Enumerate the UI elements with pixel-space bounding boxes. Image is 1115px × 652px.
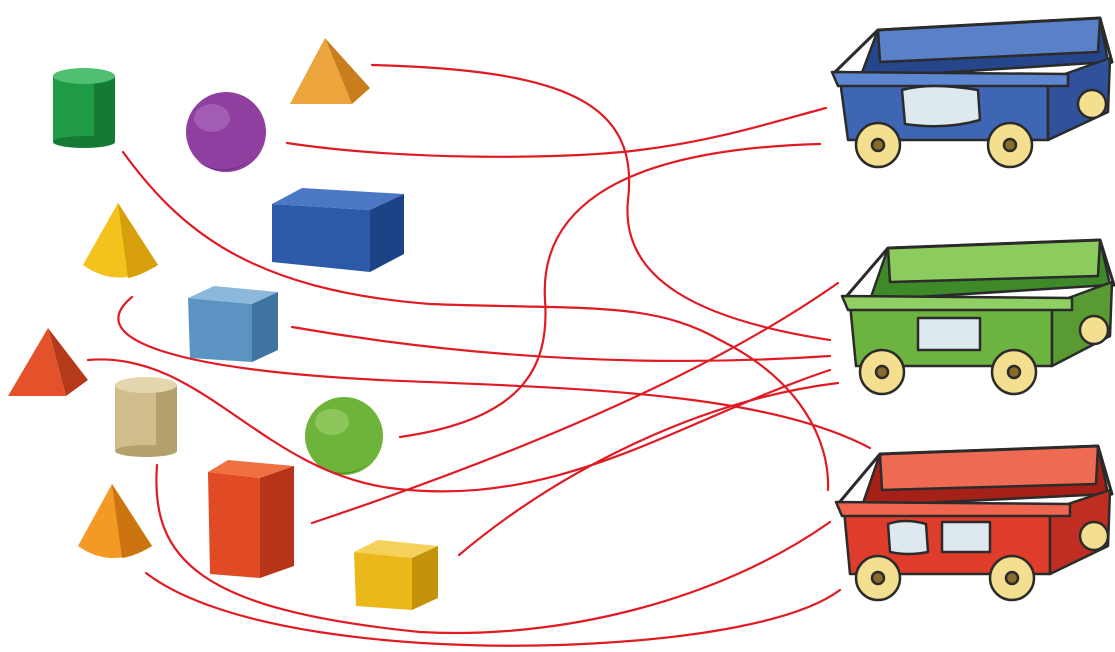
orange-cone bbox=[78, 484, 152, 558]
blue-cart-wheel-back bbox=[1076, 88, 1108, 120]
line-purple-sphere-to-blue-cart bbox=[285, 106, 828, 158]
matching-lines bbox=[86, 63, 872, 647]
green-cylinder bbox=[53, 68, 115, 148]
green-cart-wheel-right bbox=[990, 348, 1038, 396]
green-cart bbox=[840, 238, 1115, 396]
purple-sphere bbox=[186, 92, 266, 172]
line-red-pyramid-to-green-cart bbox=[86, 358, 832, 493]
orange-pyramid bbox=[290, 38, 370, 104]
yellow-cone bbox=[83, 203, 158, 278]
red-cart-label-right bbox=[940, 520, 992, 554]
green-cart-rim-front bbox=[840, 294, 1074, 312]
blue-cart-wheel-right bbox=[986, 121, 1034, 169]
line-beige-cylinder-to-red-cart bbox=[155, 463, 832, 635]
blue-cart bbox=[830, 16, 1114, 169]
line-yellow-cube-to-green-cart bbox=[457, 381, 840, 557]
line-green-cylinder-to-red-cart bbox=[121, 150, 830, 492]
red-pyramid bbox=[8, 328, 88, 396]
red-cart bbox=[834, 444, 1114, 602]
red-cart-label-left bbox=[886, 519, 930, 556]
line-green-sphere-to-blue-cart bbox=[398, 142, 822, 439]
green-cart-wheel-left bbox=[858, 348, 906, 396]
red-cart-wheel-left bbox=[854, 554, 902, 602]
red-cart-wheel-right bbox=[988, 554, 1036, 602]
red-cart-rim-front bbox=[834, 500, 1072, 518]
line-orange-cone-to-red-cart bbox=[144, 571, 842, 647]
green-cart-wheel-back bbox=[1078, 314, 1110, 346]
yellow-cube bbox=[354, 540, 438, 610]
line-lightblue-cube-to-green-cart bbox=[290, 325, 832, 363]
blue-cart-rim-front bbox=[830, 70, 1070, 88]
blue-cuboid bbox=[272, 188, 404, 272]
green-cart-label bbox=[916, 316, 982, 352]
line-red-cuboid-to-green-cart bbox=[310, 281, 840, 525]
blue-cart-label bbox=[900, 84, 982, 128]
red-cuboid bbox=[208, 460, 294, 578]
beige-cylinder bbox=[115, 377, 177, 457]
red-cart-wheel-back bbox=[1078, 520, 1110, 552]
green-sphere bbox=[305, 397, 383, 475]
lightblue-cube bbox=[188, 286, 278, 362]
line-orange-pyramid-to-green-cart bbox=[370, 63, 832, 342]
line-yellow-cone-to-red-cart bbox=[117, 295, 872, 450]
blue-cart-wheel-left bbox=[854, 121, 902, 169]
